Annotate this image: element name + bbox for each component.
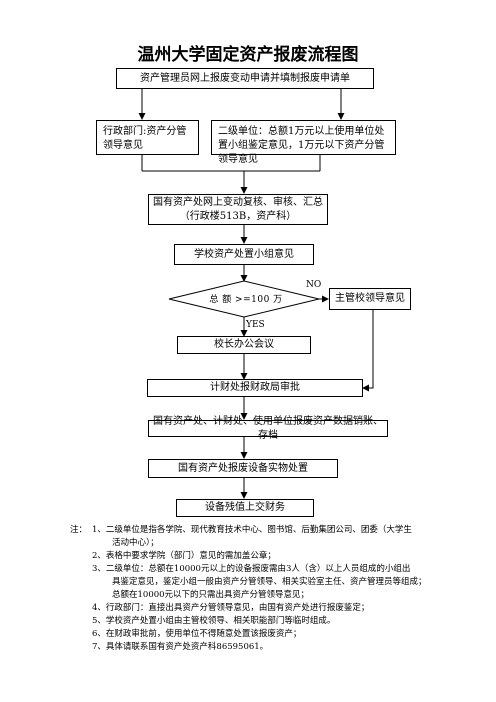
no-label: NO [306,280,322,290]
note-6: 6、在财政审批前，使用单位不得随意处置该报废资产； [92,629,302,639]
node-asset-office-review: 国有资产处网上变动复核、审核、汇总 （行政楼513B，资产科） [148,194,328,225]
node-asset-office-review-line2: （行政楼513B，资产科） [179,210,297,222]
page-title: 温州大学固定资产报废流程图 [137,45,359,65]
note-1-cont: 活动中心）； [112,538,159,548]
note-3: 3、二级单位：总额在10000元以上的设备报废需由3人（含）以上人员组成的小组出 [92,564,411,574]
note-3-cont2: 总额在10000元以下的只需出具资产分管领导意见； [112,590,310,600]
note-4: 4、行政部门：直接出具资产分管领导意见，由国有资产处进行报废鉴定； [92,603,370,613]
node-disposal-group-opinion: 学校资产处置小组意见 [174,244,314,265]
notes-prefix: 注： [70,525,88,535]
node-online-application: 资产管理员网上报废变动申请并填制报废申请单 [116,68,374,89]
note-5: 5、学校资产处置小组由主管校领导、相关职能部门等临时组成。 [92,616,336,626]
node-admin-department-opinion: 行政部门:资产分管领导意见 [96,120,199,155]
node-asset-office-review-line1: 国有资产处网上变动复核、审核、汇总 [153,196,323,208]
note-1: 注： 1、二级单位是指各学院、现代教育技术中心、图书馆、后勤集团公司、团委（大学… [70,525,412,535]
note-2: 2、表格中要求学院（部门）意见的需加盖公章； [92,551,276,561]
decision-text: 总 额 >=100 万 [209,295,283,305]
node-secondary-unit-opinion: 二级单位：总额1万元以上使用单位处置小组鉴定意见，1万元以下资产分管领导意见 [211,120,396,165]
node-data-writeoff-archive: 国有资产处、计财处、使用单位报废资产数据销账、存档 [148,416,388,441]
node-physical-disposal: 国有资产处报废设备实物处置 [148,459,338,478]
arrow-n5-n7 [362,310,374,392]
node-leader-opinion: 主管校领导意见 [329,288,411,310]
notes-section: 注： 1、二级单位是指各学院、现代教育技术中心、图书馆、后勤集团公司、团委（大学… [70,524,450,654]
node-finance-approval: 计财处报财政局审批 [147,379,363,397]
node-president-meeting: 校长办公会议 [177,336,311,354]
yes-label: YES [246,320,265,330]
note-3-cont: 具鉴定意见，鉴定小组一般由资产分管领导、相关实验室主任、资产管理员等组成； [112,577,427,587]
node-residual-value-finance: 设备残值上交财务 [176,499,314,517]
note-7: 7、具体请联系国有资产处资产科86595061。 [92,642,269,652]
decision-diamond [168,280,320,318]
